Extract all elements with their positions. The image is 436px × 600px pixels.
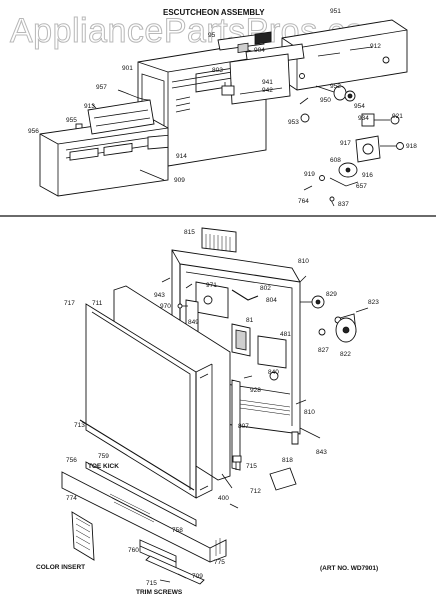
escutcheon-callouts: 951 95 904 912 901 803 941 942 957 952 9…: [28, 8, 417, 208]
callout-label: 943: [154, 292, 165, 299]
callout-label: 400: [218, 495, 229, 502]
callout-label: 810: [304, 409, 315, 416]
door-callouts: 815 810 943 971 802 804 829 823 717 711 …: [64, 229, 379, 587]
callout-label: 934: [358, 115, 369, 122]
callout-label: 971: [206, 282, 217, 289]
diagram-notes: TOE KICK COLOR INSERT TRIM SCREWS (ART N…: [36, 463, 378, 596]
callout-label: 481: [280, 331, 291, 338]
callout-label: 904: [254, 47, 265, 54]
trim-screws-note: TRIM SCREWS: [136, 589, 183, 596]
callout-label: 955: [66, 117, 77, 124]
callout-label: 713: [74, 422, 85, 429]
callout-label: 711: [92, 300, 103, 307]
callout-label: 717: [64, 300, 75, 307]
callout-label: 712: [250, 488, 261, 495]
callout-label: 95: [208, 32, 216, 39]
callout-label: 756: [66, 457, 77, 464]
callout-label: 804: [266, 297, 277, 304]
callout-label: 802: [260, 285, 271, 292]
callout-label: 81: [246, 317, 254, 324]
callout-label: 956: [28, 128, 39, 135]
callout-label: 774: [66, 495, 77, 502]
callout-label: 829: [326, 291, 337, 298]
callout-label: 913: [84, 103, 95, 110]
callout-label: 758: [172, 527, 183, 534]
callout-label: 822: [340, 351, 351, 358]
callout-label: 941: [262, 79, 273, 86]
callout-label: 928: [250, 387, 261, 394]
callout-label: 837: [338, 201, 349, 208]
toe-kick-note: TOE KICK: [88, 463, 119, 470]
callout-label: 953: [288, 119, 299, 126]
callout-label: 957: [96, 84, 107, 91]
callout-label: 901: [122, 65, 133, 72]
callout-label: 715: [146, 580, 157, 587]
callout-label: 914: [176, 153, 187, 160]
callout-label: 815: [184, 229, 195, 236]
callout-label: 810: [298, 258, 309, 265]
callout-label: 917: [340, 140, 351, 147]
callout-label: 918: [406, 143, 417, 150]
callout-label: 954: [354, 103, 365, 110]
callout-label: 818: [282, 457, 293, 464]
art-number-note: (ART NO. WD7901): [320, 565, 378, 572]
callout-label: 840: [268, 369, 279, 376]
callout-label: 951: [330, 8, 341, 15]
callout-label: 827: [318, 347, 329, 354]
callout-label: 849: [188, 319, 199, 326]
callout-label: 715: [246, 463, 257, 470]
callout-label: 912: [370, 43, 381, 50]
callout-label: 921: [392, 113, 403, 120]
callout-label: 803: [212, 67, 223, 74]
callout-label: 970: [160, 303, 171, 310]
callout-label: 909: [174, 177, 185, 184]
callout-label: 760: [128, 547, 139, 554]
callout-label: 608: [330, 157, 341, 164]
callout-label: 775: [214, 559, 225, 566]
escutcheon-title: ESCUTCHEON ASSEMBLY: [163, 8, 265, 17]
callout-label: 764: [298, 198, 309, 205]
color-insert-note: COLOR INSERT: [36, 564, 85, 571]
callout-label: 657: [356, 183, 367, 190]
callout-label: 919: [304, 171, 315, 178]
callout-label: 942: [262, 87, 273, 94]
callout-label: 759: [98, 453, 109, 460]
callout-label: 807: [238, 423, 249, 430]
door-assembly-drawing: [61, 227, 369, 585]
callout-label: 950: [320, 97, 331, 104]
callout-label: 843: [316, 449, 327, 456]
callout-label: 952: [330, 83, 341, 90]
callout-label: 916: [362, 172, 373, 179]
callout-label: 823: [368, 299, 379, 306]
callout-label: 709: [192, 573, 203, 580]
escutcheon-assembly-drawing: [39, 19, 408, 207]
